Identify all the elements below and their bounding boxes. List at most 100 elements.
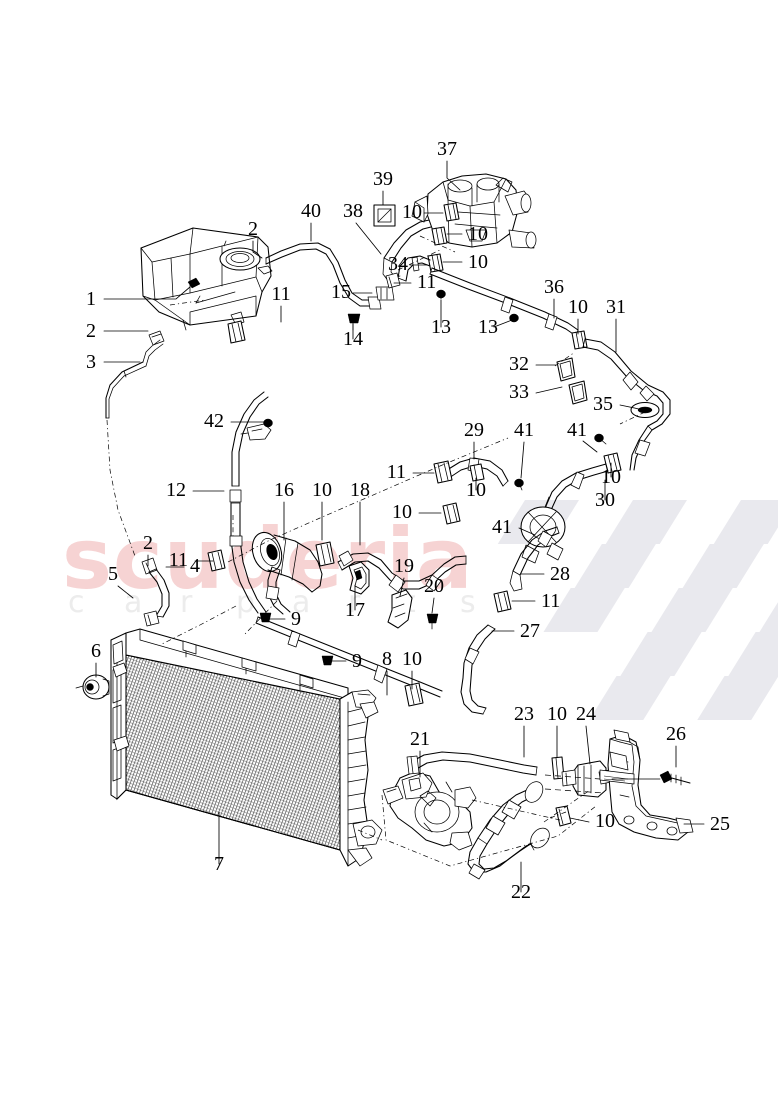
callout-number: 2 xyxy=(143,532,153,554)
callout-number: 11 xyxy=(271,283,290,305)
flag-cell xyxy=(605,500,687,544)
callout-number: 7 xyxy=(214,853,224,875)
part-clamp-11-e xyxy=(493,590,512,613)
watermark-subtitle-letter: a xyxy=(292,585,310,620)
part-bolt-13-a xyxy=(436,289,446,300)
callout-number: 11 xyxy=(387,461,406,483)
part-hose-23 xyxy=(406,751,538,776)
route-34-to-37 xyxy=(397,249,441,271)
callout-number: 16 xyxy=(274,479,294,501)
callout-number: 10 xyxy=(392,501,412,523)
callout-leader-line xyxy=(493,319,513,328)
callout-number: 13 xyxy=(431,316,451,338)
part-grommet-10-e xyxy=(469,463,485,482)
callout-number: 36 xyxy=(544,276,564,298)
callout-number: 37 xyxy=(437,138,457,160)
flag-cell xyxy=(697,676,778,720)
callout-number: 40 xyxy=(301,200,321,222)
callout-leader-line xyxy=(399,577,405,597)
flag-cell xyxy=(728,632,778,676)
part-clip-15 xyxy=(375,286,395,301)
callout-number: 30 xyxy=(595,489,615,511)
callout-number: 23 xyxy=(514,703,534,725)
callout-number: 32 xyxy=(509,353,529,375)
callout-number: 35 xyxy=(593,393,613,415)
callout-number: 18 xyxy=(350,479,370,501)
callout-number: 4 xyxy=(190,555,200,577)
callout-number: 10 xyxy=(468,251,488,273)
callout-number: 10 xyxy=(312,479,332,501)
part-hose-40 xyxy=(265,242,382,310)
flag-cell xyxy=(620,632,702,676)
part-clamp-2a xyxy=(148,330,165,346)
callout-number: 3 xyxy=(86,351,96,373)
callout-number: 13 xyxy=(478,316,498,338)
callout-number: 9 xyxy=(291,608,301,630)
callout-number: 1 xyxy=(86,288,96,310)
part-hose-18 xyxy=(337,550,467,593)
callout-number: 8 xyxy=(382,648,392,670)
part-hose-12-lower xyxy=(229,502,267,614)
callout-number: 10 xyxy=(402,648,422,670)
callout-leader-line xyxy=(431,597,435,614)
checkered-flag-icon xyxy=(497,500,778,720)
callout-number: 11 xyxy=(541,590,560,612)
callout-leader-line xyxy=(582,440,598,453)
callout-number: 34 xyxy=(388,253,408,275)
callout-number: 29 xyxy=(464,419,484,441)
part-grommet-10-g xyxy=(315,541,335,567)
route-pump-group xyxy=(381,794,597,867)
part-bolt-9-a xyxy=(259,612,272,623)
callout-number: 19 xyxy=(394,555,414,577)
part-clamp-11-a xyxy=(227,320,246,344)
part-vent-pipe-3 xyxy=(105,339,164,419)
flag-cell xyxy=(651,588,733,632)
part-thermostat-housing-37 xyxy=(411,173,537,249)
callout-leader-line xyxy=(619,404,640,410)
part-screw-26 xyxy=(611,770,691,786)
route-radiator-pump xyxy=(357,829,383,841)
route-32 xyxy=(554,351,576,367)
part-pump-housing-21 xyxy=(382,771,477,851)
callout-number: 27 xyxy=(520,620,540,642)
callout-leader-line xyxy=(518,527,536,536)
callout-number: 10 xyxy=(466,479,486,501)
part-clip-33 xyxy=(568,380,588,405)
part-hose-16 xyxy=(251,531,323,615)
part-bolt-41-a xyxy=(514,478,524,491)
part-hose-30 xyxy=(545,463,609,521)
part-grommet-10-h xyxy=(442,502,461,525)
callout-number: 10 xyxy=(402,201,422,223)
callout-number: 11 xyxy=(417,271,436,293)
callout-number: 15 xyxy=(331,281,351,303)
callout-number: 22 xyxy=(511,881,531,903)
callout-number: 42 xyxy=(204,410,224,432)
callout-leader-line xyxy=(585,725,591,765)
callout-number: 5 xyxy=(108,563,118,585)
part-hose-22 xyxy=(467,781,550,880)
part-clamp-11-b xyxy=(385,272,401,289)
part-bracket-42 xyxy=(240,418,273,441)
part-connector-34 xyxy=(397,255,431,282)
callout-number: 10 xyxy=(568,296,588,318)
callout-number: 2 xyxy=(86,320,96,342)
callout-number: 10 xyxy=(595,810,615,832)
callout-number: 11 xyxy=(169,549,188,571)
callout-leader-line xyxy=(103,286,191,300)
callout-leader-line xyxy=(355,222,382,255)
callout-number: 12 xyxy=(166,479,186,501)
part-clip-5 xyxy=(143,610,160,627)
part-pipe-8 xyxy=(255,616,443,698)
callout-number: 25 xyxy=(710,813,730,835)
part-clip-32 xyxy=(556,357,576,382)
flag-cell xyxy=(574,544,656,588)
part-coolant-pipe-36 xyxy=(429,267,579,337)
callout-number: 31 xyxy=(606,296,626,318)
part-clamp-11-c xyxy=(433,460,453,484)
part-grommet-10-b xyxy=(431,226,448,246)
part-clamp-11-d xyxy=(207,549,226,572)
part-mount-6 xyxy=(75,674,110,700)
